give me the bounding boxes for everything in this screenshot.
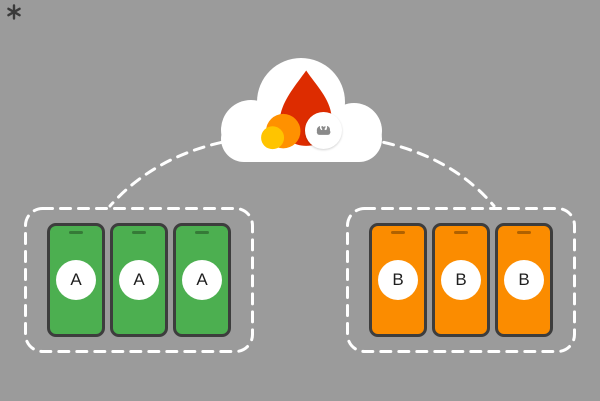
- group-a-devices: A A A: [24, 207, 254, 353]
- sync-arrow-head: [324, 126, 328, 130]
- group-a: A A A: [24, 207, 254, 353]
- device-phone-a2: A: [110, 223, 168, 337]
- group-b-frame: [346, 207, 576, 353]
- flame-yellow-shape: [261, 126, 285, 150]
- phone-speaker: [132, 231, 146, 234]
- cloud: [213, 50, 391, 172]
- group-b-devices: B B B: [346, 207, 576, 353]
- phone-speaker: [517, 231, 531, 234]
- variant-badge-b3: B: [504, 260, 544, 300]
- device-phone-a3: A: [173, 223, 231, 337]
- device-phone-b3: B: [495, 223, 553, 337]
- cloud-sync-icon: [316, 123, 331, 135]
- phone-speaker: [454, 231, 468, 234]
- phone-speaker: [195, 231, 209, 234]
- variant-badge-b1: B: [378, 260, 418, 300]
- variant-badge-a2: A: [119, 260, 159, 300]
- device-phone-b2: B: [432, 223, 490, 337]
- phone-speaker: [391, 231, 405, 234]
- group-b: B B B: [346, 207, 576, 353]
- spark-asterisk-icon: [7, 4, 21, 20]
- connector-to-group-a: [108, 137, 241, 208]
- connector-to-group-b: [364, 137, 496, 208]
- device-phone-b1: B: [369, 223, 427, 337]
- phone-speaker: [69, 231, 83, 234]
- group-a-frame: [24, 207, 254, 353]
- cloud-sync-badge: [305, 112, 342, 149]
- variant-badge-a3: A: [182, 260, 222, 300]
- variant-badge-b2: B: [441, 260, 481, 300]
- variant-badge-a1: A: [56, 260, 96, 300]
- device-phone-a1: A: [47, 223, 105, 337]
